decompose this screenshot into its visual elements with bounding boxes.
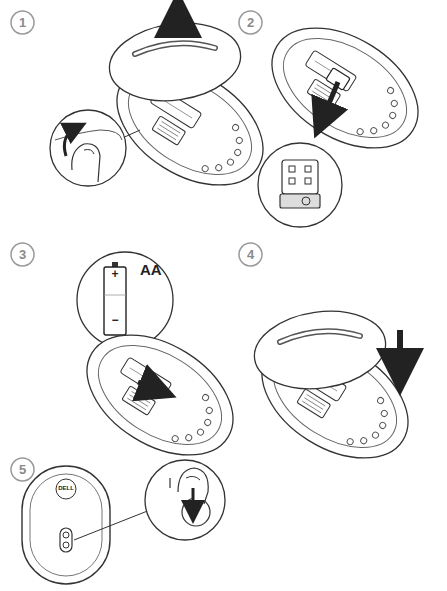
battery-type: AA [140, 262, 162, 279]
step-number: 1 [10, 10, 35, 35]
step-number-text: 3 [10, 247, 35, 262]
step-number-text: 1 [10, 15, 35, 30]
step-number-text: 2 [238, 15, 263, 30]
step-number-text: 5 [10, 462, 35, 477]
polarity-mark: + [109, 268, 121, 281]
logo-text: DELL [54, 485, 78, 492]
step-number: 4 [238, 242, 263, 267]
step-number-text: 4 [238, 247, 263, 262]
step-number: 5 [10, 457, 35, 482]
step-number: 3 [10, 242, 35, 267]
polarity-mark: − [109, 314, 121, 327]
step-number: 2 [238, 10, 263, 35]
